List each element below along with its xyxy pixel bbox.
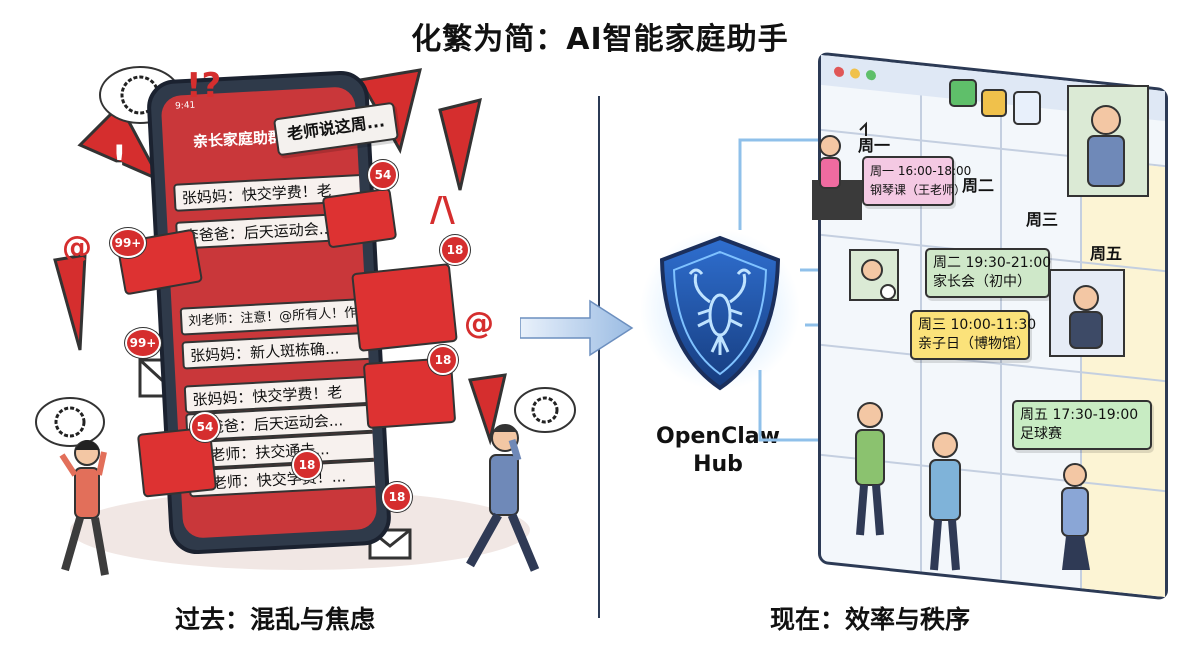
unread-badge: 99+ [125, 328, 161, 358]
calendar-day: 周三 [1026, 210, 1059, 229]
calendar-day: 周五 [1090, 244, 1123, 263]
warning-mark: ! [112, 138, 127, 176]
event-time: 周五 17:30-19:00 [1020, 407, 1139, 423]
scribble-icon-2 [54, 406, 86, 438]
soccer-ball-icon [880, 284, 896, 300]
lobster-icon [688, 268, 752, 355]
unread-badge: 54 [368, 160, 398, 190]
scribble-icon-3 [531, 396, 559, 424]
standing-person-1 [855, 402, 885, 536]
phone-message: 张妈妈：新人斑栋确... [181, 330, 378, 370]
parent-writing-figure [1049, 269, 1125, 357]
notification-bubble-2 [321, 187, 398, 249]
teacher-figure [1067, 85, 1149, 197]
calendar-event-card: 周三 10:00-11:30 亲子日（博物馆） [910, 310, 1037, 360]
stress-cloud-icon-2 [35, 397, 105, 447]
page-title: 化繁为简：AI智能家庭助手 [411, 22, 789, 57]
caption-past: 过去：混乱与焦虑 [175, 605, 376, 634]
event-time: 周二 19:30-21:00 [933, 255, 1052, 271]
notification-bubble-3 [351, 263, 458, 352]
unread-badge: 99+ [110, 228, 146, 258]
at-icon: @ [62, 230, 92, 265]
hub-name-line2: Hub [693, 452, 743, 477]
stressed-man-figure [466, 424, 540, 572]
girl-piano-figure [812, 121, 867, 220]
phone-message: 刘老师：注意！@所有人！作业... [179, 296, 378, 336]
unread-badge: 54 [190, 412, 220, 442]
calendar-event-card: 周五 17:30-19:00 足球赛 [1012, 400, 1152, 450]
group-chat-title: 亲长家庭助群 [192, 128, 284, 151]
unread-badge: 18 [382, 482, 412, 512]
event-title: 亲子日（博物馆） [918, 336, 1030, 352]
section-divider [598, 96, 600, 618]
caption-present: 现在：效率与秩序 [770, 605, 971, 634]
at-icon-2: @ [464, 306, 494, 341]
unread-badge: 18 [440, 235, 470, 265]
connector-4 [758, 370, 840, 442]
calendar-event-card: 周一 16:00-18:00 钢琴课（王老师） [862, 156, 972, 206]
standing-person-2 [929, 432, 961, 571]
unread-badge: 18 [292, 450, 322, 480]
exclamation-icon-3 [53, 253, 87, 351]
warning-icon [77, 102, 164, 184]
connector [738, 138, 830, 230]
calm-figures [812, 79, 1149, 571]
event-time: 周三 10:00-11:30 [918, 317, 1037, 333]
unread-badge: 18 [428, 345, 458, 375]
alert-symbol: !? [186, 66, 222, 106]
calendar-day: 周二 [962, 176, 995, 195]
exclamation-icon-2 [438, 97, 482, 191]
calendar-event-card: 周二 19:30-21:00 家长会（初中） [925, 248, 1052, 298]
child-soccer-figure [849, 249, 899, 301]
event-title: 钢琴课（王老师） [870, 183, 967, 197]
calendar-day: 周一 [858, 136, 891, 155]
event-title: 家长会（初中） [933, 274, 1031, 290]
ai-doc-icon [1013, 91, 1041, 125]
hub-shield [640, 230, 800, 391]
checklist-app-icon [949, 79, 977, 107]
lightning-icon: /\ [430, 190, 455, 230]
music-note-icon [859, 121, 867, 136]
exclamation-icon-4 [468, 373, 507, 446]
event-title: 足球赛 [1020, 426, 1062, 442]
notes-app-icon [981, 89, 1007, 117]
transition-arrow-icon [520, 299, 634, 357]
stress-cloud-icon-3 [514, 387, 576, 433]
stressed-woman-figure [59, 440, 109, 576]
standing-person-3 [1061, 463, 1090, 570]
event-time: 周一 16:00-18:00 [870, 164, 972, 178]
